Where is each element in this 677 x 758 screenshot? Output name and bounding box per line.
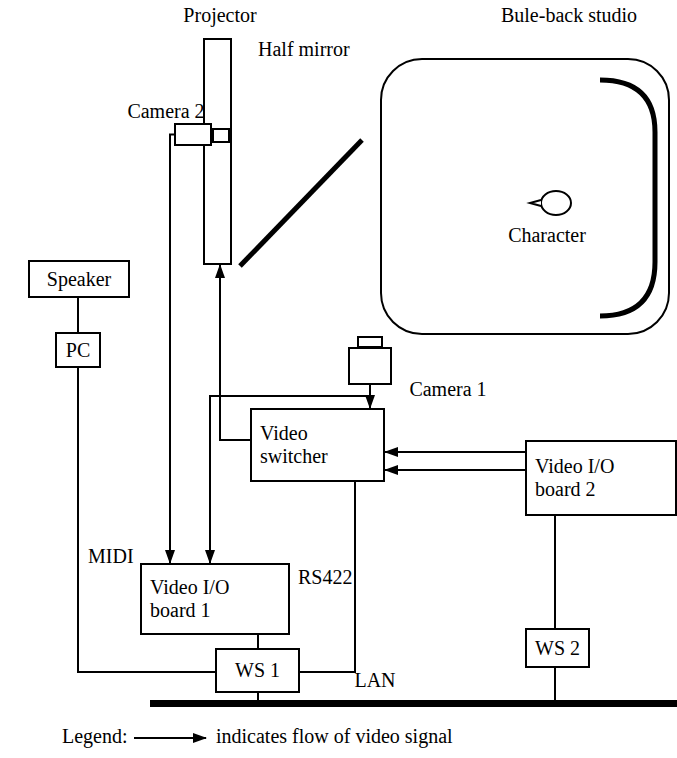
node-text: WS 2 — [535, 637, 580, 660]
process-box: Video I/O board 2 — [525, 440, 677, 516]
wire — [77, 298, 79, 332]
node-text: PC — [66, 339, 90, 362]
shape-outline — [350, 349, 394, 387]
character-figure: Character — [528, 188, 572, 218]
node-text: WS 1 — [235, 659, 280, 682]
node-text: Video switcher — [260, 422, 356, 468]
process-box: Video I/O board 1 — [140, 563, 290, 635]
character-beak — [530, 200, 541, 206]
shape-outline — [176, 125, 214, 148]
text-label: Legend: — [60, 725, 130, 748]
node-text: Speaker — [47, 268, 111, 291]
camera-lens — [358, 337, 382, 347]
node-label: Camera 2 — [118, 100, 214, 123]
camera-symbol: Camera 2 — [174, 123, 212, 146]
video-signal-arrow — [170, 135, 174, 564]
video-signal-arrow — [385, 469, 525, 471]
studio-outline: Bule-back studioCharacter — [380, 58, 670, 335]
workstation-box: WS 2 — [525, 628, 590, 668]
half-mirror — [240, 140, 362, 266]
node-label: Bule-back studio — [464, 4, 674, 27]
video-signal-arrow — [220, 265, 250, 440]
process-box: Video switcher — [250, 408, 385, 482]
node-label: Character — [490, 224, 604, 247]
device-box: PC — [55, 332, 101, 368]
node-label: Camera 1 — [400, 378, 496, 401]
studio-backdrop — [600, 80, 655, 316]
edge-label: MIDI — [86, 545, 136, 568]
wire — [554, 516, 556, 628]
node-text: Video I/O board 1 — [150, 576, 272, 622]
node-text: Video I/O board 2 — [535, 455, 657, 501]
legend-text: indicates flow of video signal — [214, 725, 455, 748]
camera-lens — [213, 129, 229, 142]
wire — [257, 693, 259, 700]
legend-arrow-sample — [134, 737, 206, 739]
projector: Projector — [203, 38, 232, 265]
shape-outline — [528, 188, 572, 218]
edge-label: RS422 — [296, 566, 354, 589]
device-box: Speaker — [28, 260, 130, 298]
node-label: Projector — [170, 4, 270, 27]
camera-symbol: Camera 1 — [348, 347, 392, 385]
video-signal-arrow — [385, 451, 525, 453]
node-label: LAN — [338, 669, 412, 692]
wire — [257, 635, 259, 648]
character-body — [541, 191, 571, 215]
text-label: Half mirror — [256, 38, 352, 61]
workstation-box: WS 1 — [215, 648, 300, 693]
wire — [554, 668, 556, 700]
network-bus: LAN — [150, 700, 677, 707]
